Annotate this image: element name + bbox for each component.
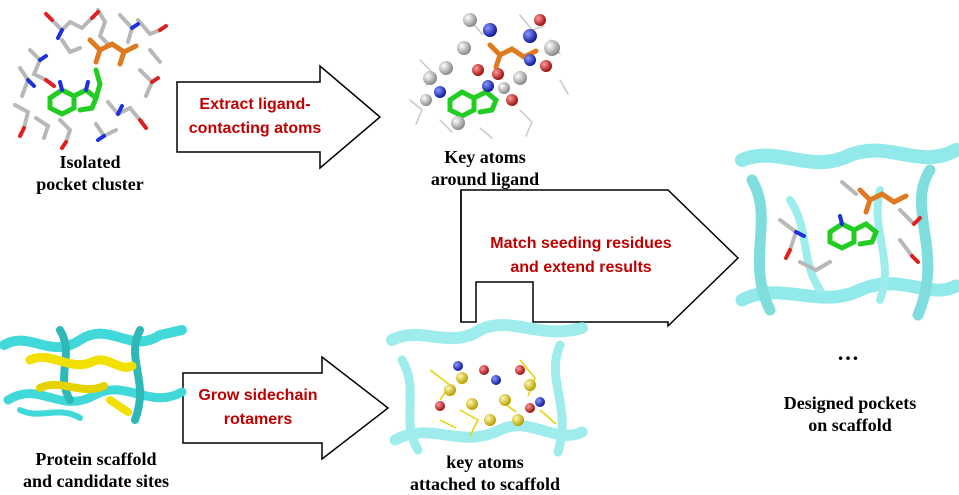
scaffold-blue-spheres — [453, 361, 545, 407]
protein-scaffold-image — [0, 325, 187, 425]
isolated-caption-line1: Isolated — [59, 152, 121, 172]
isolated-pocket-molecule — [13, 8, 168, 150]
designed-caption-line1: Designed pockets — [783, 393, 917, 413]
grow-label-line2: rotamers — [223, 411, 293, 428]
protein-scaffold-caption: Protein scaffold and candidate sites — [0, 448, 192, 492]
key-scaffold-caption-line2: attached to scaffold — [410, 474, 560, 494]
grow-arrow-label: Grow sidechain rotamers — [188, 384, 328, 432]
extract-label-line2: contacting atoms — [188, 120, 322, 137]
match-arrow-label: Match seeding residues and extend result… — [476, 232, 686, 280]
isolated-caption-line2: pocket cluster — [36, 174, 144, 194]
designed-caption-line2: on scaffold — [808, 415, 892, 435]
key-atoms-ligand-caption: Key atoms around ligand — [400, 146, 570, 190]
designed-pocket-image — [735, 143, 959, 321]
key-atoms-scaffold-caption: key atoms attached to scaffold — [385, 451, 585, 495]
blue-atom-spheres — [434, 23, 537, 98]
key-ligand-caption-line2: around ligand — [430, 169, 540, 189]
isolated-pocket-caption: Isolated pocket cluster — [10, 151, 170, 195]
match-arrow — [460, 189, 740, 328]
key-atoms-ligand-molecule — [409, 13, 569, 139]
match-label-line2: and extend results — [510, 259, 652, 276]
scaffold-caption-line2: and candidate sites — [22, 471, 170, 491]
red-atom-spheres — [472, 14, 552, 106]
scaffold-red-spheres — [435, 365, 535, 413]
grey-atom-spheres — [420, 13, 560, 130]
key-atoms-scaffold-image — [386, 319, 588, 457]
extract-arrow-label: Extract ligand- contacting atoms — [180, 93, 330, 141]
key-scaffold-caption-line1: key atoms — [446, 452, 524, 472]
key-ligand-caption-line1: Key atoms — [444, 147, 526, 167]
extract-arrow — [176, 64, 382, 170]
designed-pockets-caption: Designed pockets on scaffold — [760, 392, 940, 436]
scaffold-caption-line1: Protein scaffold — [35, 449, 157, 469]
ellipsis: … — [837, 340, 859, 365]
grow-label-line1: Grow sidechain — [198, 387, 318, 404]
match-label-line1: Match seeding residues — [490, 235, 672, 252]
extract-label-line1: Extract ligand- — [199, 96, 311, 113]
grow-arrow — [182, 355, 390, 461]
yellow-atom-spheres — [444, 372, 536, 426]
